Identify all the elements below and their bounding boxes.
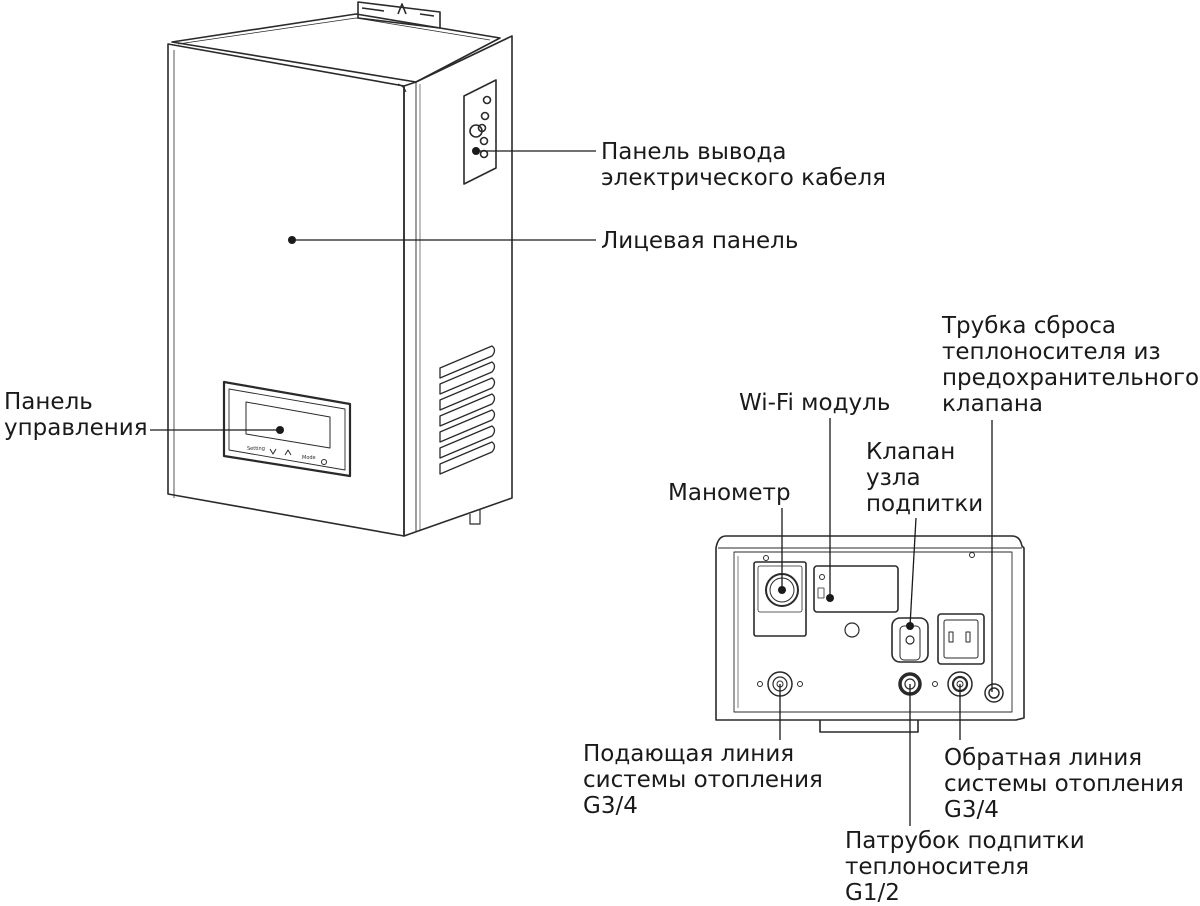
manometer-box bbox=[753, 561, 807, 637]
vent-slots bbox=[439, 345, 496, 475]
control-panel-frame bbox=[222, 380, 352, 478]
control-panel-screen bbox=[245, 401, 331, 449]
label-return-line: Обратная линия системы отопления G3/4 bbox=[944, 745, 1184, 823]
bottom-housing bbox=[715, 535, 1025, 721]
control-buttons-text: Setting Mode bbox=[247, 446, 316, 461]
svg-text:Setting: Setting bbox=[247, 446, 265, 452]
label-makeup-valve: Клапан узла подпитки bbox=[866, 439, 984, 517]
label-manometer: Манометр bbox=[668, 480, 791, 506]
cable-outlet-panel bbox=[463, 79, 497, 185]
leader-lines bbox=[150, 150, 993, 826]
label-cable-panel: Панель вывода электрического кабеля bbox=[601, 139, 886, 191]
boiler-front-view bbox=[167, 1, 513, 537]
label-control-panel: Панель управления bbox=[4, 389, 148, 441]
relief-pipe-fitting bbox=[984, 683, 1004, 703]
label-makeup-pipe: Патрубок подпитки теплоносителя G1/2 bbox=[845, 828, 1085, 906]
boiler-front-face bbox=[167, 43, 405, 537]
wifi-module-box bbox=[813, 565, 899, 613]
boiler-top bbox=[171, 13, 501, 83]
svg-text:Mode: Mode bbox=[302, 455, 316, 461]
boiler-side-face bbox=[403, 35, 513, 537]
leader-makeup-valve bbox=[909, 517, 917, 627]
leader-dots bbox=[276, 147, 914, 630]
label-supply-line: Подающая линия системы отопления G3/4 bbox=[583, 741, 823, 819]
boiler-bottom-view bbox=[715, 535, 1025, 733]
label-wifi-module: Wi-Fi модуль bbox=[739, 390, 891, 416]
label-front-panel: Лицевая панель bbox=[601, 228, 799, 254]
label-relief-pipe: Трубка сброса теплоносителя из предохран… bbox=[942, 313, 1200, 417]
access-plate bbox=[937, 613, 985, 665]
